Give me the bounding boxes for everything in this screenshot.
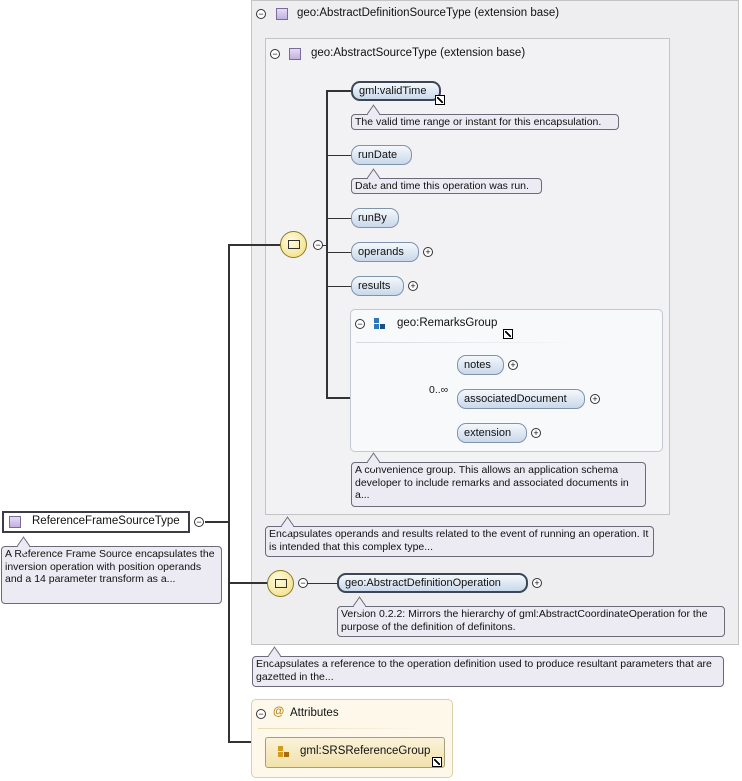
complex-type-icon xyxy=(276,8,288,20)
remarks-group-doc: A convenience group. This allows an appl… xyxy=(351,462,646,507)
collapse-toggle[interactable]: − xyxy=(256,9,266,19)
connector xyxy=(326,90,351,92)
sequence-glyph xyxy=(275,579,287,588)
sequence-glyph xyxy=(288,240,300,249)
collapse-toggle[interactable]: − xyxy=(194,517,204,527)
group-icon xyxy=(374,318,386,330)
element-operands[interactable]: operands xyxy=(351,242,419,262)
sequence-compositor-icon[interactable] xyxy=(267,570,294,597)
collapse-toggle[interactable]: − xyxy=(355,319,365,329)
root-element-box[interactable] xyxy=(2,511,190,533)
connector xyxy=(328,155,351,156)
collapse-toggle[interactable]: − xyxy=(313,240,323,250)
rundate-doc: Date and time this operation was run. xyxy=(351,178,542,194)
element-results[interactable]: results xyxy=(351,276,404,296)
connector xyxy=(228,244,281,246)
remarks-group-header: geo:RemarksGroup xyxy=(397,317,498,329)
root-doc: A Reference Frame Source encapsulates th… xyxy=(1,546,222,604)
root-element-name: ReferenceFrameSourceType xyxy=(32,515,180,527)
connector xyxy=(228,741,254,743)
reference-arrow-icon xyxy=(503,329,513,339)
attributes-header: Attributes xyxy=(290,707,339,719)
element-associateddocument[interactable]: associatedDocument xyxy=(457,389,585,409)
collapse-toggle[interactable]: − xyxy=(270,49,280,59)
expand-toggle[interactable]: + xyxy=(531,428,541,438)
group-header-divider xyxy=(356,342,581,343)
reference-arrow-icon xyxy=(435,95,445,105)
complex-type-icon xyxy=(289,48,301,60)
connector xyxy=(328,252,351,253)
connector xyxy=(326,397,366,399)
element-gml-validtime[interactable]: gml:validTime xyxy=(351,81,441,101)
element-notes[interactable]: notes xyxy=(457,355,504,375)
complex-type-icon xyxy=(9,516,21,528)
expand-toggle[interactable]: + xyxy=(590,394,600,404)
connector xyxy=(228,244,230,742)
collapse-toggle[interactable]: − xyxy=(298,578,308,588)
outer-base-doc: Encapsulates a reference to the operatio… xyxy=(252,656,724,687)
inner-base-doc: Encapsulates operands and results relate… xyxy=(265,526,654,557)
attribute-group-name: gml:SRSReferenceGroup xyxy=(300,745,431,757)
expand-toggle[interactable]: + xyxy=(408,281,418,291)
connector xyxy=(307,583,337,584)
element-extension[interactable]: extension xyxy=(457,423,527,443)
element-abstract-definition-operation[interactable]: geo:AbstractDefinitionOperation xyxy=(337,573,528,593)
connector xyxy=(228,582,268,584)
connector xyxy=(326,90,328,398)
connector xyxy=(322,245,328,246)
expand-toggle[interactable]: + xyxy=(508,360,518,370)
validtime-doc: The valid time range or instant for this… xyxy=(351,114,619,130)
outer-base-header: geo:AbstractDefinitionSourceType (extens… xyxy=(297,7,560,19)
collapse-toggle[interactable]: − xyxy=(256,709,266,719)
sequence-compositor-icon[interactable] xyxy=(280,231,307,258)
expand-toggle[interactable]: + xyxy=(532,578,542,588)
definition-operation-doc: Version 0.2.2: Mirrors the hierarchy of … xyxy=(337,606,725,637)
attribute-group-box[interactable] xyxy=(265,737,445,768)
attributes-divider xyxy=(258,728,428,729)
inner-base-header: geo:AbstractSourceType (extension base) xyxy=(311,47,526,59)
connector xyxy=(328,286,351,287)
connector xyxy=(205,521,229,523)
attribute-group-icon xyxy=(278,746,290,758)
element-runby[interactable]: runBy xyxy=(351,208,399,228)
element-rundate[interactable]: runDate xyxy=(351,145,412,165)
attributes-at-icon: @ xyxy=(273,706,285,718)
reference-arrow-icon xyxy=(432,757,442,767)
cardinality-label: 0..∞ xyxy=(429,384,449,396)
connector xyxy=(328,218,351,219)
expand-toggle[interactable]: + xyxy=(423,247,433,257)
